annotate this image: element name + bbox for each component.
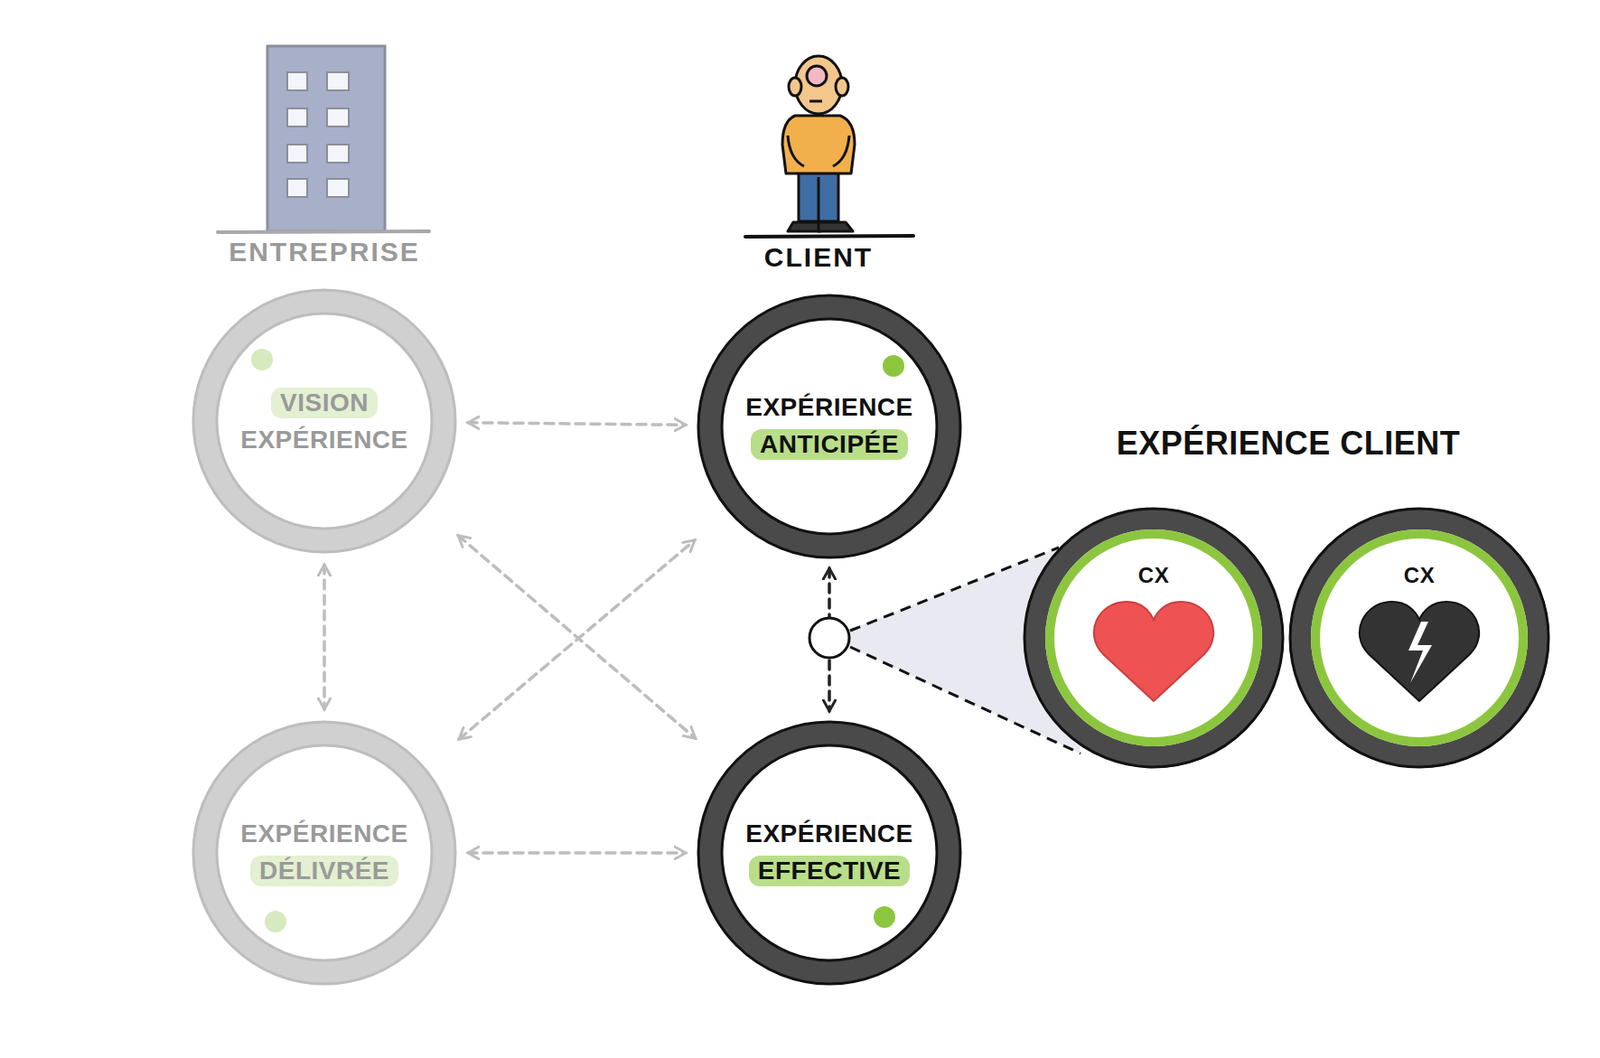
node-label: EXPÉRIENCE ANTICIPÉE xyxy=(696,293,963,560)
cx-circle: CX xyxy=(1288,506,1551,769)
node-text: CX xyxy=(1138,562,1170,589)
zoom-group: EXPÉRIENCE CLIENT CX CX xyxy=(1022,424,1554,769)
dashed-connector xyxy=(458,535,696,740)
company-label: ENTREPRISE xyxy=(224,236,424,268)
node-label: CX xyxy=(1022,506,1285,589)
dashed-connector xyxy=(458,540,695,740)
client-figure xyxy=(745,56,914,237)
cx-circle: CX xyxy=(1022,506,1285,769)
node-text: EXPÉRIENCE xyxy=(240,425,409,455)
node-text: EXPÉRIENCE xyxy=(745,392,914,422)
node-text: EXPÉRIENCE xyxy=(745,819,914,849)
building-icon xyxy=(217,46,430,233)
node-label: VISION EXPÉRIENCE xyxy=(191,288,458,554)
grey-experience-circle: VISION EXPÉRIENCE xyxy=(191,288,458,554)
node-text: EXPÉRIENCE CLIENT xyxy=(1116,424,1461,462)
node-label: CX xyxy=(1288,506,1551,589)
node-label: EXPÉRIENCE DÉLIVRÉE xyxy=(191,720,458,986)
circle-outline xyxy=(191,720,458,986)
grey-experience-circle: EXPÉRIENCE DÉLIVRÉE xyxy=(191,720,458,986)
heart-icon xyxy=(1094,601,1214,702)
node-text: EXPÉRIENCE xyxy=(240,819,409,849)
dashed-connector xyxy=(322,564,327,710)
highlighted-label: DÉLIVRÉE xyxy=(250,855,399,887)
dashed-connector xyxy=(467,422,686,426)
broken-heart-icon xyxy=(1359,601,1479,702)
dashed-connector xyxy=(467,851,686,855)
highlighted-label: ANTICIPÉE xyxy=(750,429,908,460)
client-label: CLIENT xyxy=(760,242,877,273)
client-experience-circle: EXPÉRIENCE EFFECTIVE xyxy=(696,720,963,986)
node-label: EXPÉRIENCE EFFECTIVE xyxy=(696,720,963,986)
node-label: EXPÉRIENCE CLIENT xyxy=(1022,424,1554,462)
circle-outline xyxy=(191,288,458,554)
zoom-point xyxy=(809,617,850,658)
zoom-cone xyxy=(829,511,1546,765)
node-text: CX xyxy=(1403,562,1435,589)
circle-outline xyxy=(696,293,963,560)
highlighted-label: VISION xyxy=(271,387,378,419)
circle-outline xyxy=(1288,506,1551,769)
client-experience-circle: EXPÉRIENCE ANTICIPÉE xyxy=(696,293,963,560)
circle-outline xyxy=(1022,506,1285,769)
circle-outline xyxy=(696,720,963,986)
highlighted-label: EFFECTIVE xyxy=(748,855,911,887)
